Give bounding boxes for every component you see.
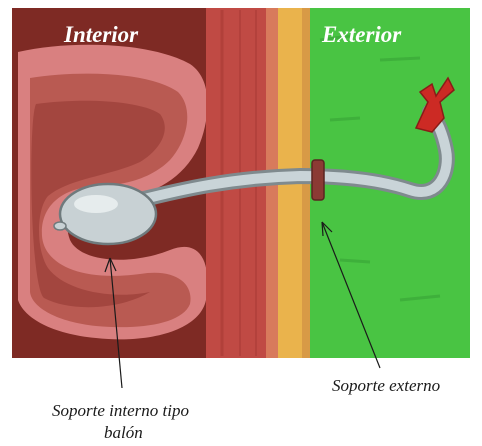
internal-balloon — [60, 184, 156, 244]
interior-label: Interior — [63, 22, 139, 47]
internal-support-label-line1: Soporte interno tipo — [52, 401, 189, 420]
internal-support-label-line2: balón — [104, 423, 143, 442]
external-support-label: Soporte externo — [332, 376, 440, 395]
exterior-label: Exterior — [321, 22, 402, 47]
internal-balloon-shine — [74, 195, 118, 213]
balloon-tip — [54, 222, 66, 230]
external-bolster — [312, 160, 324, 200]
